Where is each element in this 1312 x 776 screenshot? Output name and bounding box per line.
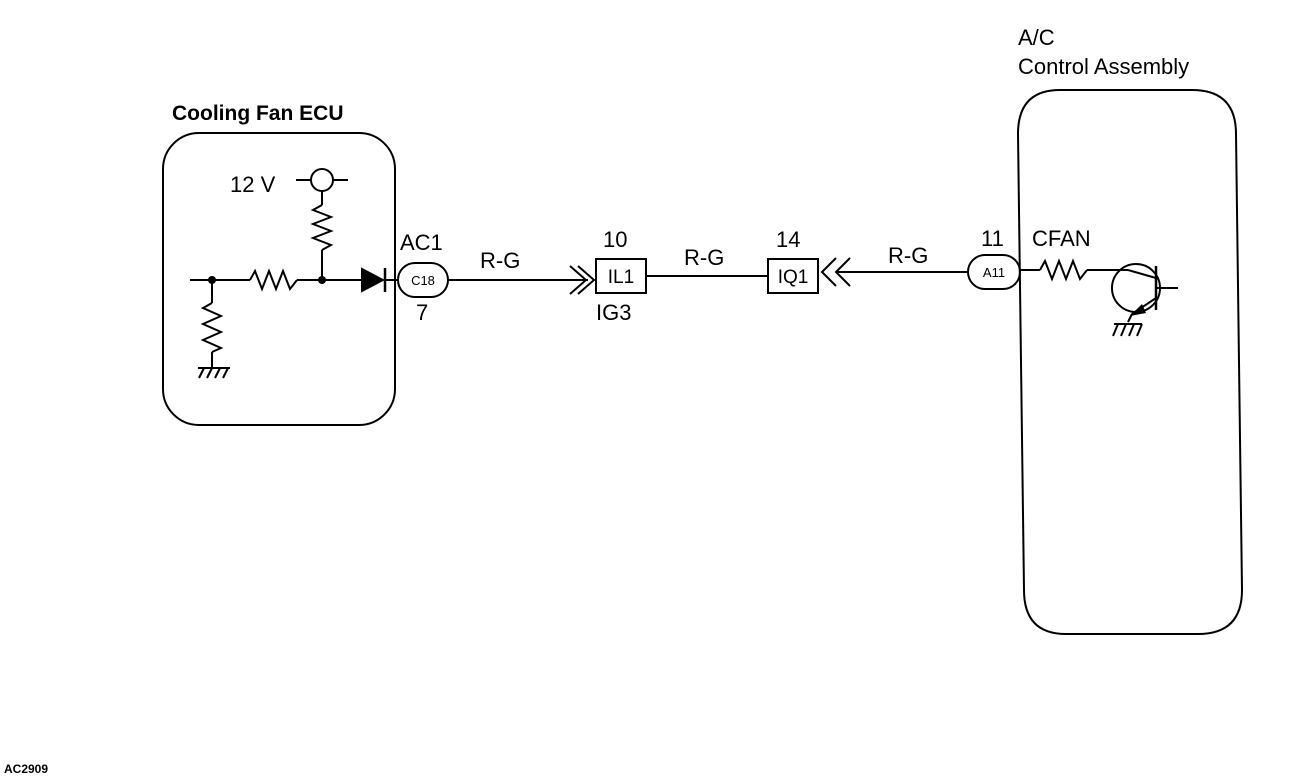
ground-icon [198,367,230,379]
connector-a11-pin: 11 [981,226,1004,251]
connector-c18: AC1 C18 7 [397,230,449,325]
connector-c18-id: C18 [411,273,435,288]
ac-control-assembly: A/C Control Assembly CFAN [1016,25,1244,635]
series-resistor-icon [249,268,298,292]
junction-il1-sub: IG3 [596,300,631,325]
junction-iq1: 14 IQ1 [767,227,819,294]
supply-terminal-icon [296,168,348,192]
junction-il1-label: IL1 [608,267,634,288]
emitter-lead [1127,313,1133,323]
connector-ac1-label: AC1 [400,230,443,255]
ecu-supply-label: 12 V [230,172,276,197]
ac-title-line2: Control Assembly [1018,54,1189,79]
ac-resistor-icon [1039,258,1088,282]
ac-title-line1: A/C [1018,25,1055,50]
ac-terminal-label: CFAN [1032,226,1091,251]
connector-a11-id: A11 [983,265,1005,280]
junction-iq1-label: IQ1 [778,267,809,288]
cooling-fan-ecu: Cooling Fan ECU 12 V [162,102,400,426]
connector-arrow-icon [569,265,588,295]
connector-c18-pin: 7 [416,300,428,325]
junction-dot [318,276,326,284]
figure-code: AC2909 [4,762,48,776]
junction-iq1-pin: 14 [776,227,800,252]
wire-1-color: R-G [480,248,520,273]
ac-housing [1016,89,1244,635]
wire-2-color: R-G [684,245,724,270]
diode-icon [361,267,387,293]
junction-il1: 10 IL1 IG3 [595,227,647,325]
junction-il1-pin: 10 [603,227,627,252]
pulldown-resistor-icon [200,302,224,353]
wire-3-color: R-G [888,243,928,268]
ground-icon [1112,323,1143,337]
connector-arrow-icon [577,265,596,295]
connector-a11: 11 A11 [967,226,1021,290]
transistor-icon [1111,263,1178,316]
ecu-title: Cooling Fan ECU [172,102,344,125]
pullup-resistor-icon [310,204,334,251]
connector-arrow-icon [820,257,837,287]
